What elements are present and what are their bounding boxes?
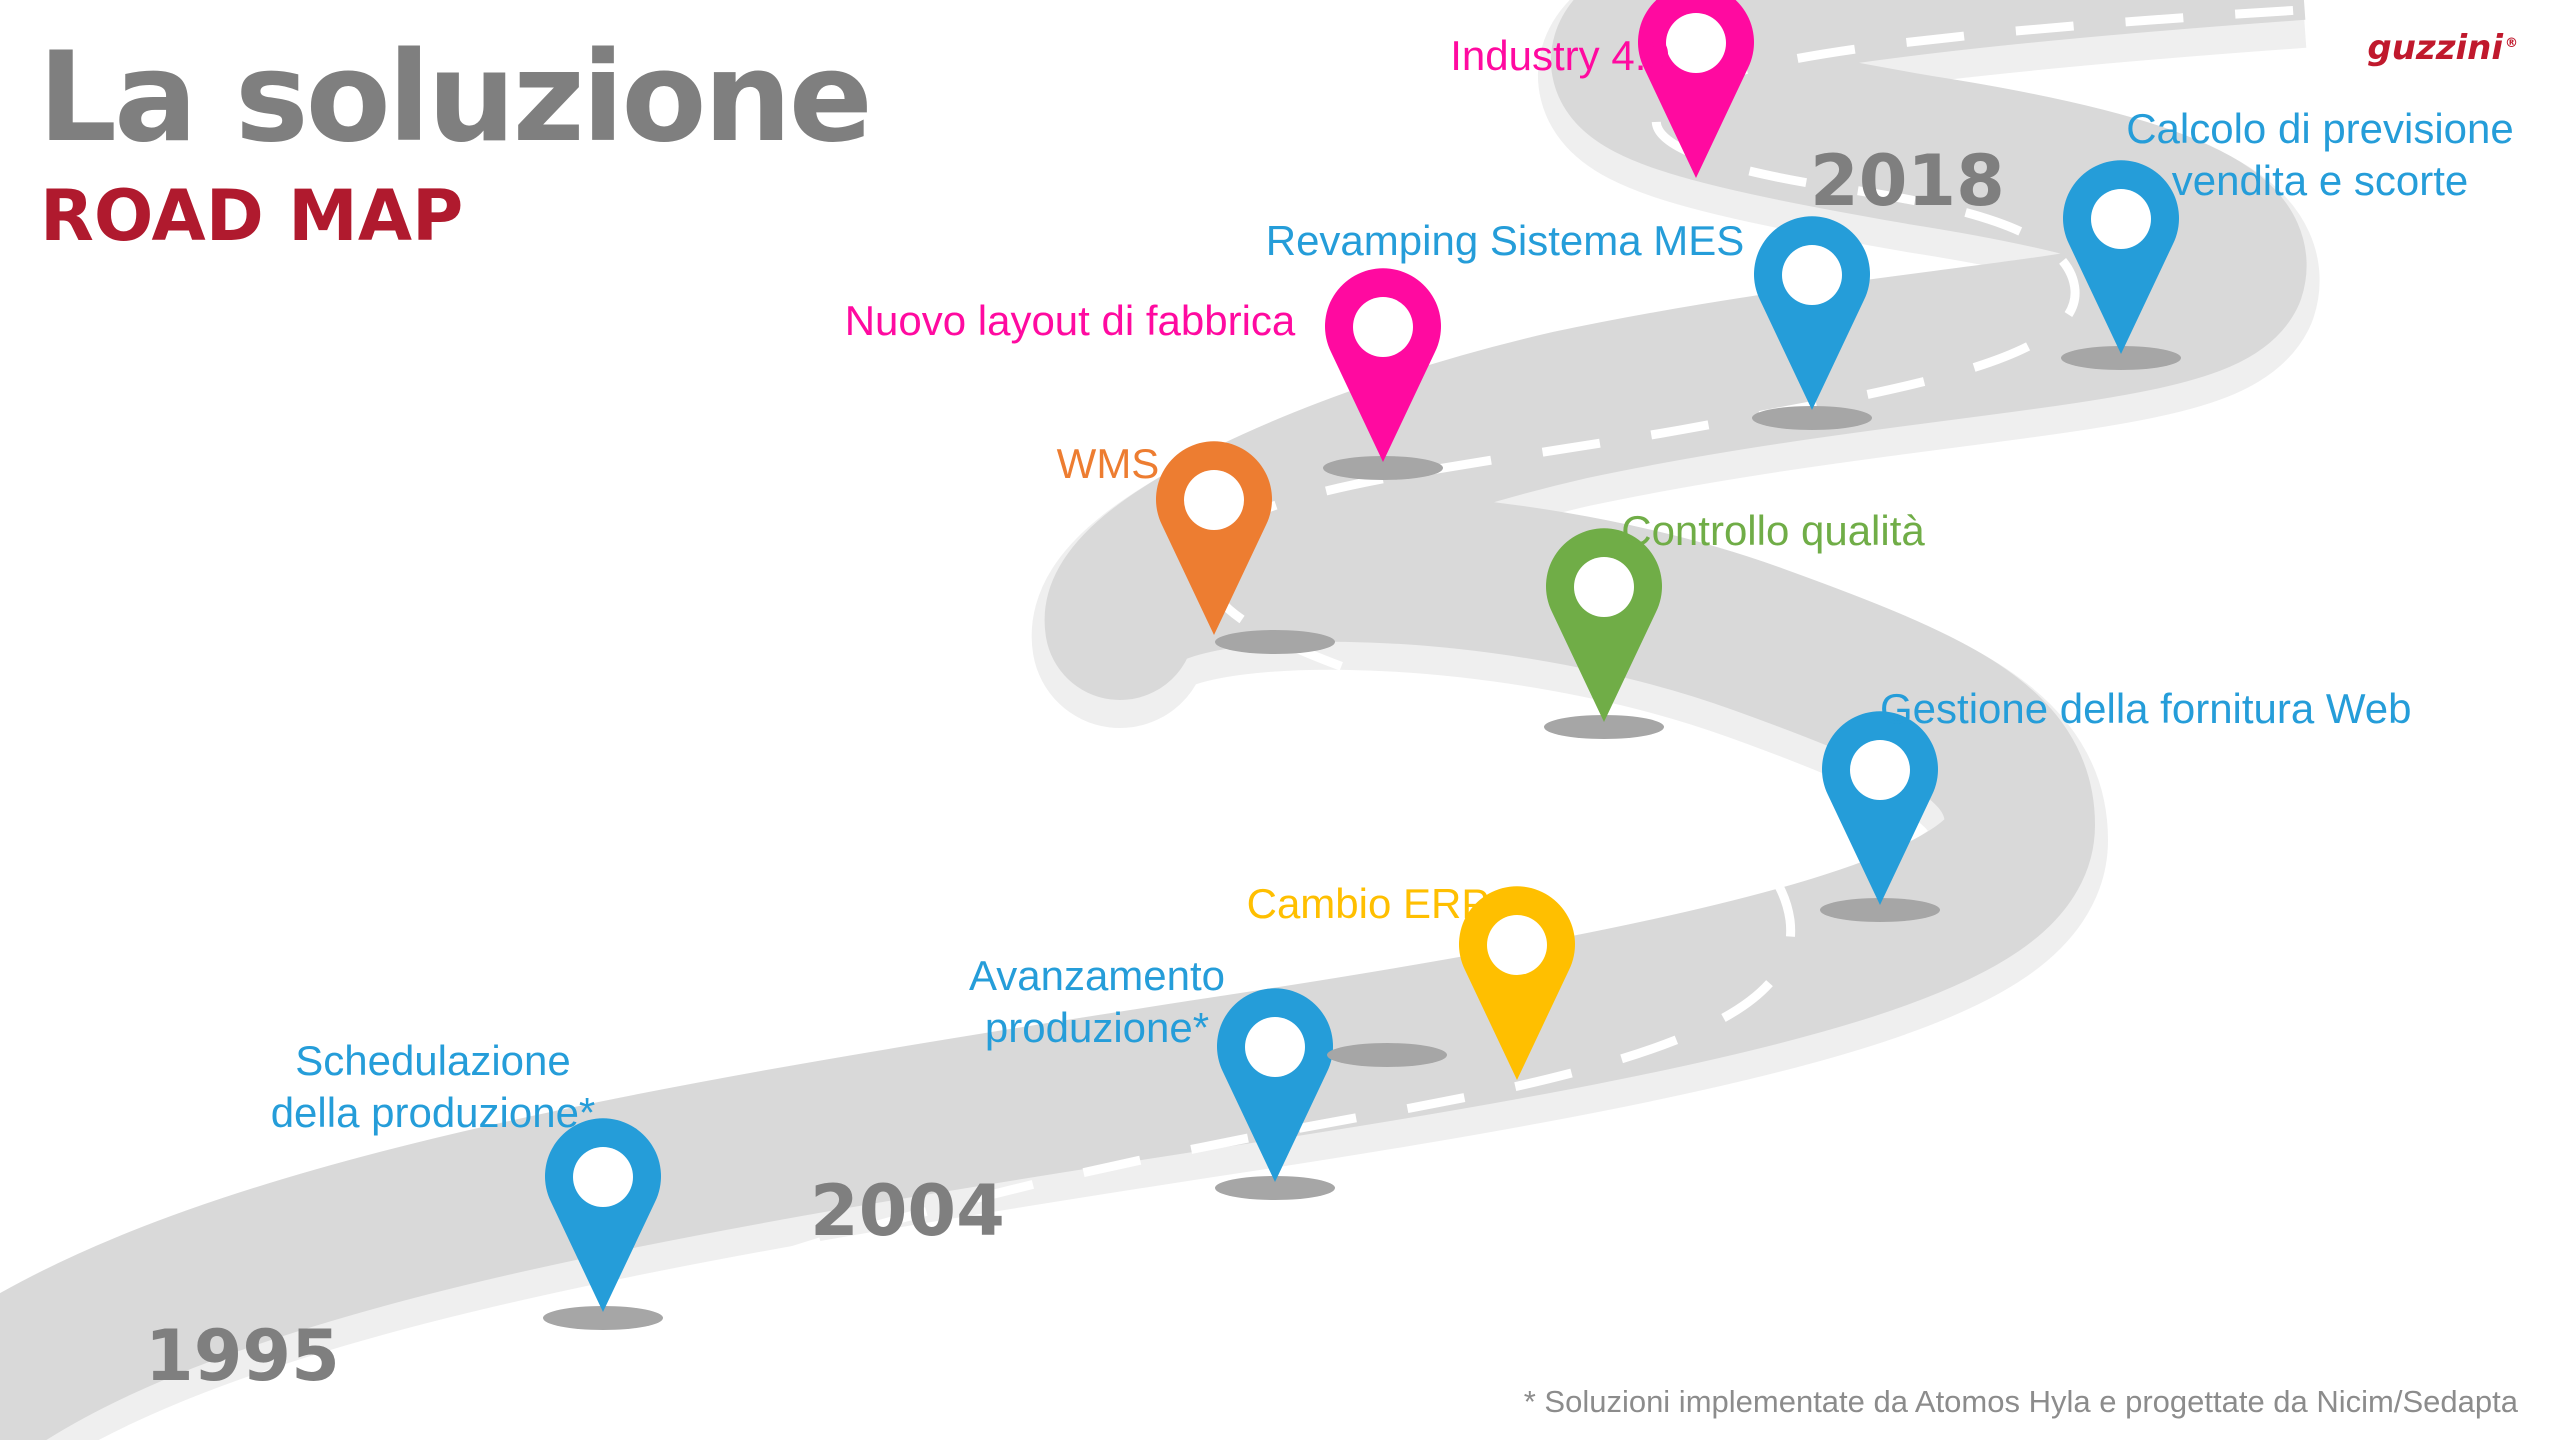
pin-shadow: [1215, 1176, 1335, 1200]
milestone-label: Gestione della fornitura Web: [1880, 685, 2412, 732]
milestone-label: della produzione*: [271, 1089, 596, 1136]
year-label-2004: 2004: [810, 1170, 1005, 1252]
milestone-label: WMS: [1057, 440, 1160, 487]
pin-hole: [573, 1147, 633, 1207]
milestone-5: Controllo qualità: [1544, 507, 1925, 739]
milestone-label: Nuovo layout di fabbrica: [845, 297, 1296, 344]
map-pin-icon: [2063, 160, 2179, 354]
milestone-label: Avanzamento: [969, 952, 1225, 999]
pin-shadow: [1820, 898, 1940, 922]
map-pin-icon: [1545, 528, 1663, 722]
milestone-label: vendita e scorte: [2172, 157, 2469, 204]
logo-text: guzzini: [2367, 28, 2503, 68]
map-pin-icon: [1459, 886, 1575, 1080]
pin-shadow: [1544, 715, 1664, 739]
milestone-pins: Schedulazione della produzione* Avanzament…: [271, 0, 2514, 1330]
map-pin-icon: [1325, 268, 1441, 462]
milestone-label: Revamping Sistema MES: [1266, 217, 1745, 264]
pin-hole: [1666, 13, 1726, 73]
milestone-3: Cambio ERP: [1247, 880, 1575, 1080]
pin-hole: [1245, 1017, 1305, 1077]
guzzini-logo: guzzini®: [2367, 28, 2518, 68]
milestone-2: Avanzamento produzione*: [969, 952, 1335, 1200]
milestone-8: Revamping Sistema MES: [1266, 216, 1872, 430]
milestone-9: Calcolo di previsione vendita e scorte: [2061, 105, 2514, 370]
pin-hole: [1184, 470, 1244, 530]
years: 1995 2004 2018: [145, 140, 2005, 1397]
milestone-label: Calcolo di previsione: [2126, 105, 2514, 152]
milestone-6: WMS: [1057, 440, 1335, 654]
milestone-label: Schedulazione: [295, 1037, 571, 1084]
pin-shadow: [1323, 456, 1443, 480]
registered-mark: ®: [2505, 35, 2518, 51]
map-pin-icon: [1821, 711, 1938, 905]
year-label-2018: 2018: [1810, 140, 2005, 222]
pin-hole: [1782, 245, 1842, 305]
footnote: * Soluzioni implementate da Atomos Hyla …: [1523, 1384, 2518, 1419]
milestone-10: Industry 4.0: [1450, 0, 1754, 178]
milestone-7: Nuovo layout di fabbrica: [845, 268, 1443, 480]
milestone-label: Industry 4.0: [1450, 32, 1669, 79]
milestone-label: Cambio ERP: [1247, 880, 1490, 927]
milestone-label: produzione*: [985, 1004, 1209, 1051]
pin-hole: [2091, 189, 2151, 249]
page-title: La soluzione: [38, 26, 873, 170]
map-pin-icon: [545, 1118, 661, 1312]
pin-shadow: [1215, 630, 1335, 654]
pin-hole: [1850, 740, 1910, 800]
pin-shadow: [543, 1306, 663, 1330]
milestone-label: Controllo qualità: [1621, 507, 1925, 554]
pin-hole: [1353, 297, 1413, 357]
map-pin-icon: [1217, 988, 1333, 1182]
map-pin-icon: [1754, 216, 1870, 410]
pin-hole: [1487, 915, 1547, 975]
pin-shadow: [1327, 1043, 1447, 1067]
milestone-1: Schedulazione della produzione*: [271, 1037, 663, 1330]
pin-shadow: [2061, 346, 2181, 370]
milestone-4: Gestione della fornitura Web: [1820, 685, 2412, 922]
map-pin-icon: [1155, 441, 1273, 635]
page-subtitle: ROAD MAP: [40, 175, 464, 257]
pin-shadow: [1752, 406, 1872, 430]
year-label-1995: 1995: [145, 1315, 340, 1397]
pin-hole: [1574, 557, 1634, 617]
